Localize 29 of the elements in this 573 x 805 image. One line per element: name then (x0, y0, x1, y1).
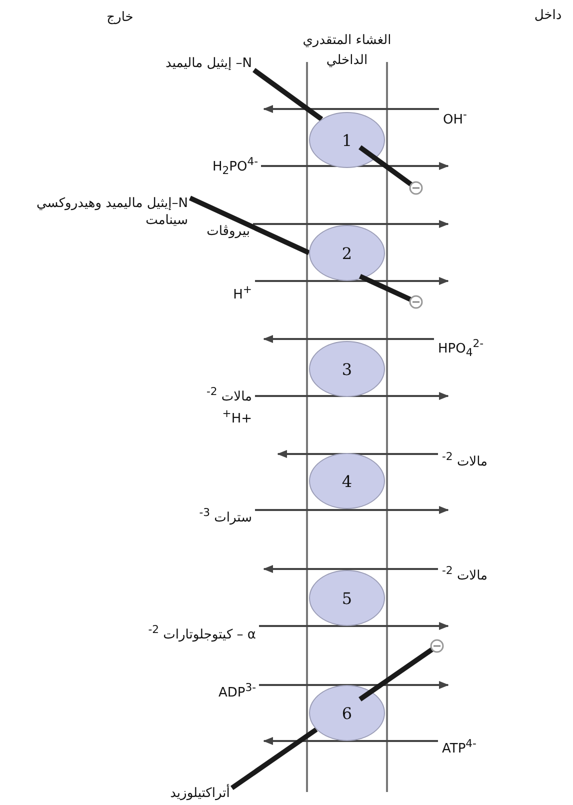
transporter-oval: 5 (309, 570, 385, 626)
transport-arrow (263, 565, 438, 573)
inhibitor-label: أتراكتيلوزيد (170, 785, 230, 802)
transporter-oval: 3 (309, 341, 385, 397)
side-label: خارج (106, 9, 134, 26)
ion-label: OH$^{-}$ (443, 106, 467, 128)
inhibitor-label: N– إيثيل ماليميد (166, 55, 252, 72)
membrane-label: الغشاء المتقدري الداخلي (302, 32, 392, 70)
transport-arrow (255, 506, 449, 514)
transport-arrow (277, 450, 438, 458)
transporter-oval: 2 (309, 225, 385, 281)
inhibitor-label: N–إيثيل ماليميد وهيدروكسي سينامت (3, 195, 188, 229)
ion-label: ADP$^{3-}$ (218, 679, 256, 702)
ion-label: H$_{2}$PO$^{4-}$ (212, 153, 258, 179)
ion-label: ATP$^{4-}$ (442, 735, 476, 758)
transport-arrow (255, 277, 449, 285)
transport-arrow (263, 105, 439, 113)
transport-arrow (253, 220, 449, 228)
transport-arrow (255, 392, 449, 400)
transport-arrow (259, 681, 449, 689)
transport-arrow (259, 622, 449, 630)
transport-arrow (263, 335, 434, 343)
transport-arrow (263, 737, 438, 745)
ion-label: بيروڤات (206, 223, 250, 240)
transporter-oval: 1 (309, 112, 385, 168)
transporter-oval: 6 (309, 685, 385, 741)
side-label: داخل (534, 7, 562, 24)
transporter-oval: 4 (309, 453, 385, 509)
ion-label: H$^{+}$ (233, 281, 252, 304)
